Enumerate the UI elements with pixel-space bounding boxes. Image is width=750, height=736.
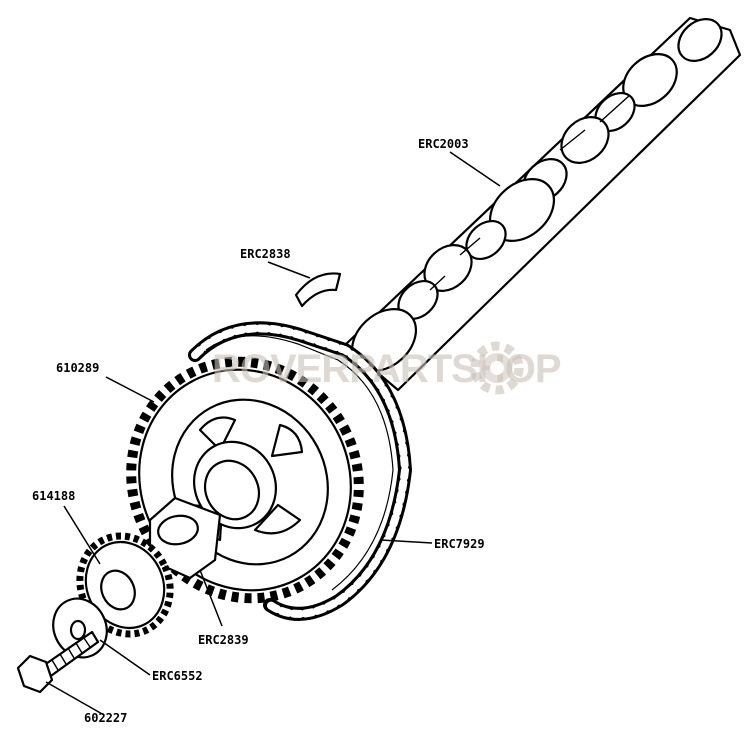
woodruff-key	[294, 272, 342, 308]
label-spacer: ERC2839	[198, 633, 249, 647]
bolt	[16, 630, 100, 694]
timing-chain	[188, 321, 413, 621]
part-labels: ERC2003 ERC2838 610289 614188 ERC7929 ER…	[32, 137, 485, 725]
gear-icon	[470, 341, 524, 395]
label-chain-sprocket: 610289	[56, 361, 99, 375]
label-woodruff-key: ERC2838	[240, 247, 291, 261]
label-washer: ERC6552	[152, 669, 203, 683]
label-distributor-gear: 614188	[32, 489, 75, 503]
watermark: ROVERPARTSHOP	[212, 341, 562, 395]
camshaft	[343, 16, 742, 392]
spacer	[148, 496, 222, 580]
label-timing-chain: ERC7929	[434, 537, 485, 551]
leader-lines	[45, 151, 501, 716]
label-bolt: 602227	[84, 711, 127, 725]
label-camshaft: ERC2003	[418, 137, 469, 151]
